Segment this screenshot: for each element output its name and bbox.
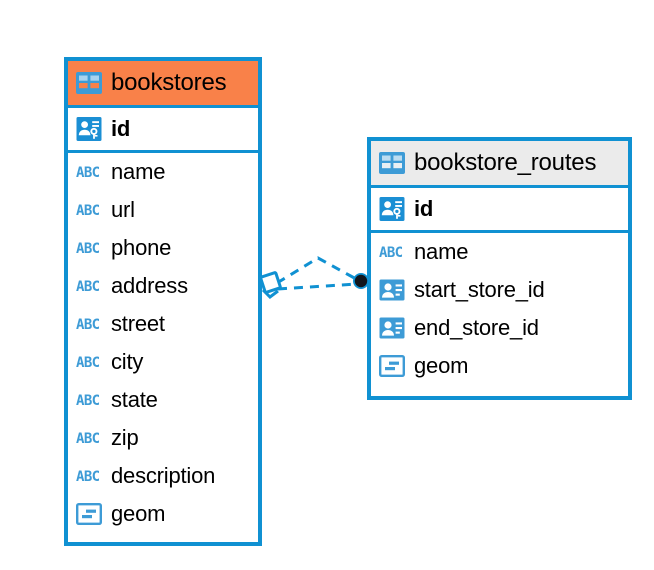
svg-text:ABC: ABC [379, 245, 403, 260]
field-label: description [111, 463, 216, 488]
field-row-id[interactable]: id [68, 108, 258, 153]
field-row-state[interactable]: ABC state [68, 381, 258, 419]
field-row-name[interactable]: ABC name [68, 153, 258, 191]
table-grid-icon [379, 152, 405, 174]
field-label: name [414, 239, 469, 264]
svg-text:ABC: ABC [76, 165, 100, 180]
abc-text-icon: ABC [76, 316, 102, 333]
table-grid-icon [76, 72, 102, 94]
abc-text-icon: ABC [76, 430, 102, 447]
field-row-description[interactable]: ABC description [68, 457, 258, 495]
field-row-start-store-id[interactable]: start_store_id [371, 271, 628, 309]
field-row-geom[interactable]: geom [68, 495, 258, 533]
foreign-key-icon [379, 277, 405, 303]
relationship-diamond-endpoint [259, 271, 282, 299]
field-label: address [111, 273, 188, 298]
entity-bookstore-routes[interactable]: bookstore_routes id ABC [367, 137, 632, 400]
field-label: geom [414, 353, 469, 378]
field-row-street[interactable]: ABC street [68, 305, 258, 343]
field-row-zip[interactable]: ABC zip [68, 419, 258, 457]
abc-text-icon: ABC [76, 278, 102, 295]
geometry-icon [76, 503, 103, 526]
field-label: url [111, 197, 135, 222]
primary-key-icon [379, 196, 405, 222]
field-label: street [111, 311, 165, 336]
field-label: phone [111, 235, 172, 260]
field-row-end-store-id[interactable]: end_store_id [371, 309, 628, 347]
field-row-url[interactable]: ABC url [68, 191, 258, 229]
svg-text:ABC: ABC [76, 317, 100, 332]
entity-header-bookstore-routes[interactable]: bookstore_routes [371, 141, 628, 188]
svg-text:ABC: ABC [76, 355, 100, 370]
abc-text-icon: ABC [76, 392, 102, 409]
foreign-key-icon [379, 315, 405, 341]
field-label: name [111, 159, 166, 184]
abc-text-icon: ABC [379, 244, 405, 261]
svg-text:ABC: ABC [76, 279, 100, 294]
svg-text:ABC: ABC [76, 203, 100, 218]
relationship-connector[interactable] [258, 250, 373, 312]
field-label: start_store_id [414, 277, 545, 302]
field-label: state [111, 387, 158, 412]
field-row-address[interactable]: ABC address [68, 267, 258, 305]
field-row-name[interactable]: ABC name [371, 233, 628, 271]
abc-text-icon: ABC [76, 240, 102, 257]
abc-text-icon: ABC [76, 468, 102, 485]
field-label: city [111, 349, 144, 374]
entity-title: bookstore_routes [414, 149, 597, 176]
abc-text-icon: ABC [76, 202, 102, 219]
svg-text:ABC: ABC [76, 469, 100, 484]
svg-text:ABC: ABC [76, 241, 100, 256]
field-label: geom [111, 501, 166, 526]
field-row-geom[interactable]: geom [371, 347, 628, 385]
geometry-icon [379, 355, 406, 378]
entity-title: bookstores [111, 69, 227, 96]
primary-key-icon [76, 116, 102, 142]
field-row-phone[interactable]: ABC phone [68, 229, 258, 267]
field-label: id [414, 196, 434, 221]
entity-bookstores[interactable]: bookstores id ABC [64, 57, 262, 546]
field-label: id [111, 116, 131, 141]
relationship-line-lower [277, 282, 358, 291]
relationship-line-upper [276, 256, 359, 285]
svg-text:ABC: ABC [76, 431, 100, 446]
abc-text-icon: ABC [76, 164, 102, 181]
field-label: end_store_id [414, 315, 539, 340]
svg-text:ABC: ABC [76, 393, 100, 408]
field-row-id[interactable]: id [371, 188, 628, 233]
entity-header-bookstores[interactable]: bookstores [68, 61, 258, 108]
field-row-city[interactable]: ABC city [68, 343, 258, 381]
field-label: zip [111, 425, 139, 450]
abc-text-icon: ABC [76, 354, 102, 371]
